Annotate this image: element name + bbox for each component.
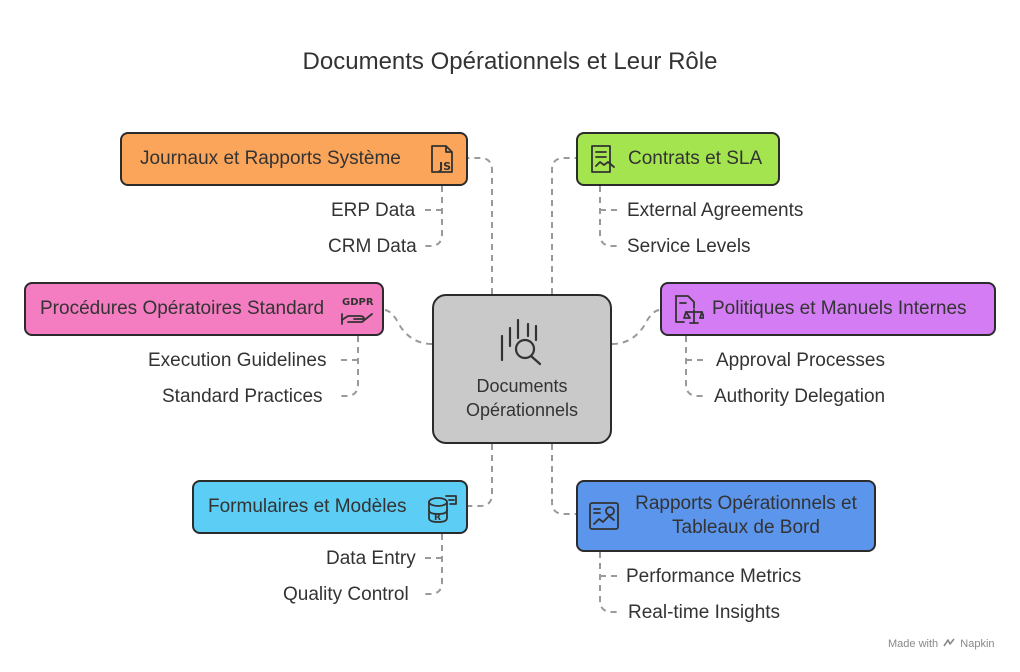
subitem-quality-control: Quality Control <box>283 584 409 605</box>
node-journaux[interactable]: Journaux et Rapports Système JS <box>120 132 468 186</box>
node-contrats[interactable]: Contrats et SLA <box>576 132 780 186</box>
connector-journaux <box>468 157 493 294</box>
subtree-rapports <box>599 552 618 613</box>
made-with-text: Made with <box>888 638 939 650</box>
subitem-execution-guidelines: Execution Guidelines <box>148 350 327 371</box>
node-journaux-label: Journaux et Rapports Système <box>140 148 401 169</box>
database-form-icon: R <box>428 495 457 523</box>
gdpr-hand-icon: GDPR <box>341 297 374 325</box>
node-politiques[interactable]: Politiques et Manuels Internes <box>660 282 996 336</box>
center-node: Documents Opérationnels <box>432 294 612 444</box>
center-label-line2: Opérationnels <box>465 400 579 420</box>
node-rapports-label-line1: Rapports Opérationnels et <box>635 493 857 514</box>
connector-rapports <box>551 444 576 515</box>
connector-formulaires <box>468 444 493 507</box>
document-search-icon <box>500 318 542 366</box>
connector-contrats <box>551 157 576 294</box>
subitem-approval-processes: Approval Processes <box>716 350 885 371</box>
node-rapports[interactable]: Rapports Opérationnels et Tableaux de Bo… <box>576 480 876 552</box>
made-with-napkin[interactable]: Made with Napkin <box>888 638 995 650</box>
node-politiques-label: Politiques et Manuels Internes <box>712 298 967 319</box>
subtree-procedures <box>340 336 359 397</box>
svg-text:GDPR: GDPR <box>342 297 374 308</box>
subtree-formulaires <box>424 534 443 595</box>
connector-procedures <box>383 309 433 345</box>
policy-scales-icon <box>675 295 704 324</box>
svg-text:R: R <box>434 513 441 523</box>
diagram-title: Documents Opérationnels et Leur Rôle <box>302 48 718 75</box>
subitem-standard-practices: Standard Practices <box>162 386 323 407</box>
subitem-erp-data: ERP Data <box>331 200 416 221</box>
subitem-data-entry: Data Entry <box>326 548 416 569</box>
subitem-performance-metrics: Performance Metrics <box>626 566 802 587</box>
subitem-realtime-insights: Real-time Insights <box>628 602 781 623</box>
node-formulaires-label: Formulaires et Modèles <box>208 496 407 517</box>
connector-politiques <box>611 309 661 345</box>
subitem-authority-delegation: Authority Delegation <box>714 386 886 407</box>
center-label-line1: Documents <box>476 376 568 396</box>
subtree-contrats <box>599 186 618 247</box>
subtree-journaux <box>424 186 443 247</box>
js-file-icon: JS <box>431 145 453 173</box>
napkin-brand: Napkin <box>960 638 995 650</box>
node-rapports-label-line2: Tableaux de Bord <box>672 517 820 538</box>
node-contrats-label: Contrats et SLA <box>628 148 763 169</box>
napkin-logo-icon <box>943 638 955 647</box>
contract-handshake-icon <box>591 145 615 173</box>
subitem-service-levels: Service Levels <box>627 236 751 257</box>
node-formulaires[interactable]: Formulaires et Modèles R <box>192 480 468 534</box>
subitem-external-agreements: External Agreements <box>627 200 804 221</box>
subitem-crm-data: CRM Data <box>328 236 417 257</box>
node-procedures-label: Procédures Opératoires Standard <box>40 298 325 319</box>
dashboard-icon <box>589 502 619 530</box>
svg-text:JS: JS <box>438 160 451 173</box>
subtree-politiques <box>685 336 704 397</box>
node-procedures[interactable]: Procédures Opératoires Standard GDPR <box>24 282 384 336</box>
